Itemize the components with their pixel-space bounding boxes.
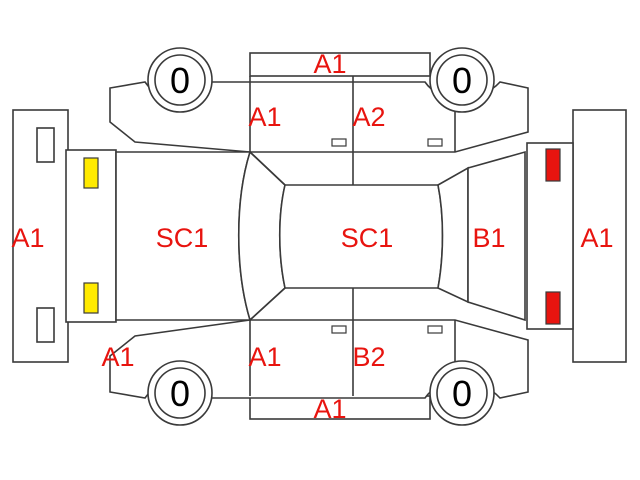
code-roof-bottom: A1 bbox=[313, 394, 346, 424]
code-rear-bumper: A1 bbox=[580, 223, 613, 253]
tire-front-top: 0 bbox=[147, 47, 213, 113]
door-handle-front-top bbox=[331, 138, 347, 147]
tail-lamp-top bbox=[545, 148, 561, 182]
headlamp-top bbox=[83, 157, 99, 189]
code-rear-door-top: A2 bbox=[352, 102, 385, 132]
door-handle-rear-top bbox=[427, 138, 443, 147]
code-front-door-bottom: A1 bbox=[248, 342, 281, 372]
headlamp-bottom bbox=[83, 282, 99, 314]
code-trunk: B1 bbox=[472, 223, 505, 253]
code-hood: SC1 bbox=[156, 223, 209, 253]
code-roof-top: A1 bbox=[313, 49, 346, 79]
code-front-bumper: A1 bbox=[11, 223, 44, 253]
code-front-door-top: A1 bbox=[248, 102, 281, 132]
tire-front-top-value: 0 bbox=[170, 60, 190, 101]
rear-window bbox=[437, 166, 469, 304]
tire-rear-bottom: 0 bbox=[429, 360, 495, 426]
code-roof: SC1 bbox=[341, 223, 394, 253]
tire-rear-bottom-value: 0 bbox=[452, 373, 472, 414]
tire-rear-top-value: 0 bbox=[452, 60, 472, 101]
tire-front-bottom-value: 0 bbox=[170, 373, 190, 414]
tail-lamp-bottom bbox=[545, 291, 561, 325]
roof-rail-top bbox=[249, 52, 431, 77]
door-handle-rear-bottom bbox=[427, 325, 443, 334]
tire-rear-top: 0 bbox=[429, 47, 495, 113]
condition-codes: A1 A1 A2 A1 SC1 SC1 B1 A1 A1 A1 B2 A1 bbox=[11, 49, 613, 424]
code-front-fender-bottom: A1 bbox=[101, 342, 134, 372]
door-handle-front-bottom bbox=[331, 325, 347, 334]
trunk-panel bbox=[467, 150, 526, 322]
front-bumper bbox=[12, 109, 69, 363]
code-rear-door-bottom: B2 bbox=[352, 342, 385, 372]
tire-front-bottom: 0 bbox=[147, 360, 213, 426]
